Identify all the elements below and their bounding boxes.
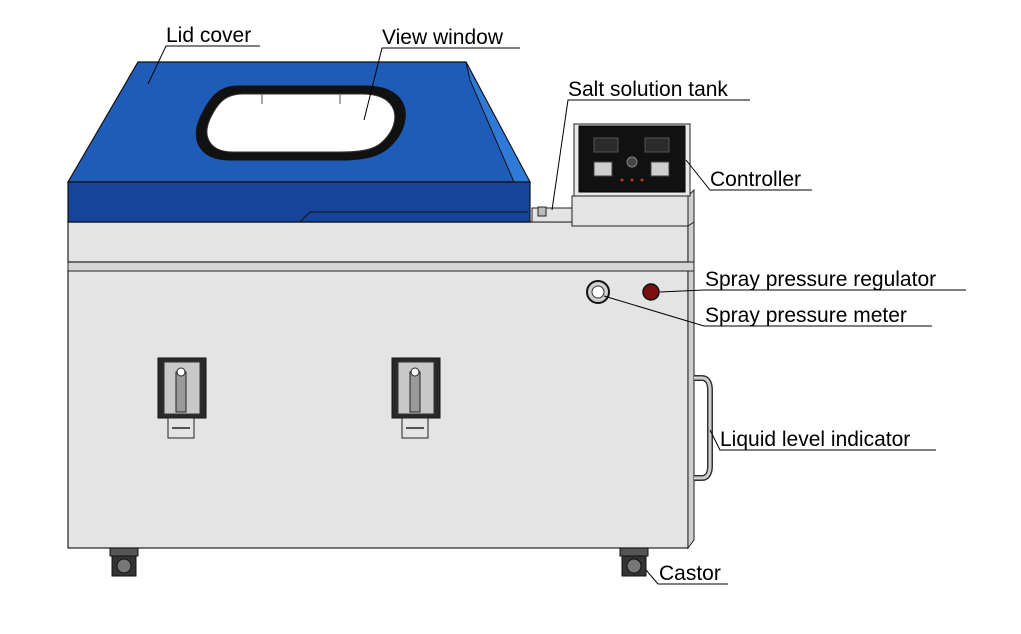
cabinet-upper-ledge — [67, 261, 695, 272]
label-controller: Controller — [710, 168, 801, 191]
display-left — [593, 137, 619, 153]
controller-panel — [578, 125, 686, 193]
leader-spray-pressure-meter — [603, 295, 932, 327]
leader-view-window — [363, 47, 520, 121]
label-liquid-level-indicator: Liquid level indicator — [720, 428, 910, 451]
leader-salt-solution-tank — [551, 99, 750, 211]
lid-seam — [299, 211, 311, 223]
controller-box — [571, 195, 689, 227]
label-spray-pressure-meter: Spray pressure meter — [705, 304, 907, 327]
display-right — [644, 137, 670, 153]
label-salt-solution-tank: Salt solution tank — [568, 78, 728, 101]
cabinet-side-face — [687, 262, 695, 550]
spray-pressure-meter-face — [591, 285, 605, 299]
castor-left — [109, 547, 139, 577]
label-spray-pressure-regulator: Spray pressure regulator — [705, 268, 936, 291]
label-view-window: View window — [382, 26, 504, 49]
leader-spray-pressure-regulator — [659, 289, 966, 293]
indicator-light-3 — [640, 178, 644, 182]
salt-solution-tank-cap — [531, 206, 573, 223]
upper-housing — [67, 221, 689, 263]
leader-lid-cover — [147, 45, 260, 85]
lid-cover-front — [67, 181, 531, 223]
switch-left — [593, 161, 613, 177]
latch-left — [157, 357, 207, 439]
leader-castor — [645, 569, 728, 585]
control-knob — [626, 156, 638, 168]
label-lid-cover: Lid cover — [166, 24, 251, 47]
controller-box-side — [687, 188, 695, 227]
castor-right — [619, 547, 649, 577]
leader-liquid-level-indicator — [709, 429, 936, 451]
latch-right — [391, 357, 441, 439]
label-castor: Castor — [659, 562, 721, 585]
spray-pressure-regulator — [642, 283, 660, 301]
switch-right — [650, 161, 670, 177]
liquid-level-indicator — [694, 375, 713, 481]
indicator-light-2 — [630, 178, 634, 182]
indicator-light-1 — [620, 178, 624, 182]
view-window — [195, 85, 406, 161]
leader-controller — [685, 159, 812, 191]
